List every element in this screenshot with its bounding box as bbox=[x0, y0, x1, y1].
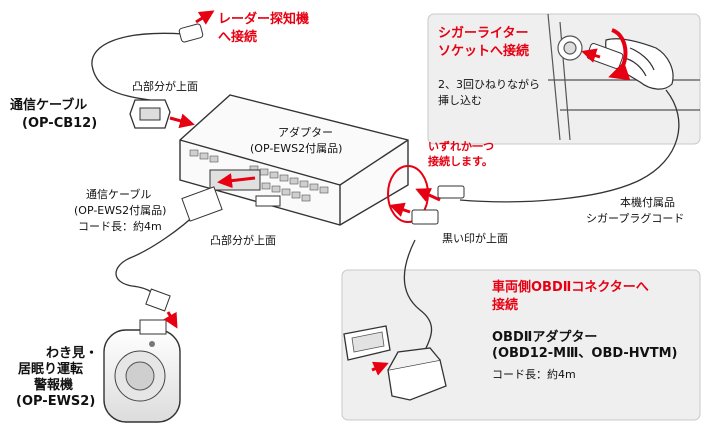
adapter-label-2: (OP-EWS2付属品) bbox=[250, 142, 343, 155]
device-label-2: 居眠り運転 bbox=[18, 362, 84, 377]
ews2-cable-label-2: (OP-EWS2付属品) bbox=[74, 204, 167, 217]
device-label-4: (OP-EWS2) bbox=[16, 394, 96, 409]
obd-vehicle-connector bbox=[343, 325, 391, 361]
convex-top-label-2: 凸部分が上面 bbox=[210, 234, 276, 247]
obd-adapter-label-3: コード長：約4m bbox=[492, 368, 576, 381]
device-label-1: わき見・ bbox=[46, 346, 99, 361]
cig-socket-label-1: シガーライター bbox=[438, 26, 529, 41]
either-label-1: いずれか一つ bbox=[428, 140, 494, 153]
obd-adapter-label-1: OBDⅡアダプター bbox=[492, 330, 598, 345]
obd-connector-label-1: 車両側OBDⅡコネクターへ bbox=[492, 280, 649, 295]
twist-label-2: 挿し込む bbox=[438, 94, 482, 107]
device-label-3: 警報機 bbox=[34, 378, 74, 393]
obd-cord-plug bbox=[411, 209, 439, 225]
radar-label-2: へ接続 bbox=[218, 30, 258, 45]
adapter-bottom-plug bbox=[255, 195, 281, 207]
cigar-cord-plug bbox=[437, 185, 465, 199]
ews2-cable-plug bbox=[181, 186, 223, 222]
adapter-box bbox=[179, 94, 409, 226]
radar-label-1: レーダー探知機 bbox=[218, 12, 310, 27]
obd-adapter bbox=[371, 347, 447, 401]
comm-cable-label-1: 通信ケーブル bbox=[10, 98, 88, 113]
cig-socket-label-2: ソケットへ接続 bbox=[438, 44, 530, 59]
obd-plug-arrow bbox=[389, 202, 411, 217]
obd-adapter-label-2: (OBD12-MⅢ、OBD-HVTM) bbox=[492, 346, 678, 361]
plug-cord-label-2: シガープラグコード bbox=[586, 212, 685, 225]
black-mark-label: 黒い印が上面 bbox=[442, 232, 508, 245]
device-cable-plug bbox=[145, 288, 171, 312]
insert-arrow bbox=[581, 48, 601, 63]
either-label-2: 接続します。 bbox=[428, 155, 493, 168]
device-op-ews2 bbox=[103, 311, 181, 423]
adapter-label-1: アダプター bbox=[278, 126, 333, 139]
ews2-cable-label-3: コード長：約4m bbox=[78, 220, 162, 233]
op-cb12-connector bbox=[129, 99, 195, 129]
obd-connector-label-2: 接続 bbox=[492, 298, 519, 313]
radar-plug bbox=[178, 10, 215, 43]
ews2-cable-label-1: 通信ケーブル bbox=[86, 188, 152, 201]
twist-arrow bbox=[608, 28, 631, 81]
comm-cable-label-2: (OP-CB12) bbox=[22, 116, 98, 131]
convex-top-label-1: 凸部分が上面 bbox=[132, 80, 198, 93]
twist-label-1: 2、3回ひねりながら bbox=[438, 78, 540, 91]
plug-cord-label-1: 本機付属品 bbox=[620, 196, 675, 209]
cigar-plug-arrow bbox=[415, 188, 441, 202]
